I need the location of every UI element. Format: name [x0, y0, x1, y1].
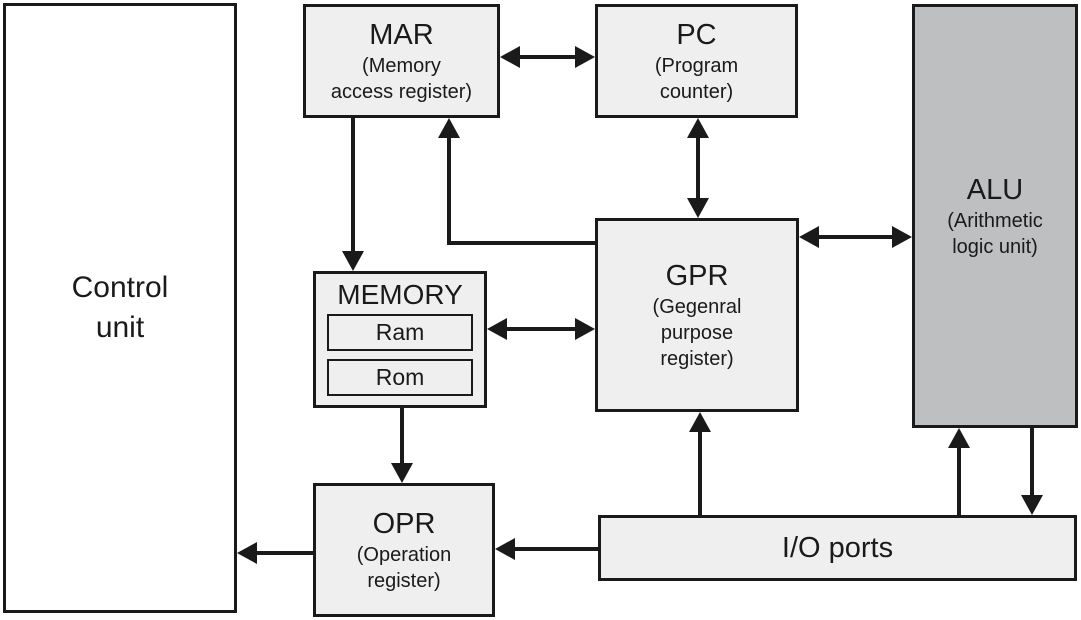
alu-box: ALU (Arithmetic logic unit) [912, 4, 1078, 428]
memory-title: MEMORY [337, 279, 463, 310]
arrow-pc-gpr-head-up [687, 118, 709, 138]
arrow-io-alu-head [948, 428, 970, 448]
gpr-sub-line2: purpose [660, 322, 734, 344]
pc-box: PC (Program counter) [595, 4, 798, 118]
pc-sub-line2: counter) [659, 81, 734, 103]
mar-box: MAR (Memory access register) [303, 4, 500, 118]
arrow-memory-gpr-head-right [575, 318, 595, 340]
gpr-box: GPR (Gegenral purpose register) [595, 218, 799, 412]
mar-sub-line1: (Memory [362, 55, 441, 77]
pc-sub-line1: (Program [654, 55, 739, 77]
arrow-mar-memory-head [342, 251, 364, 271]
io-ports-label: I/O ports [781, 532, 894, 564]
memory-box: MEMORY Ram Rom [313, 271, 487, 408]
opr-box: OPR (Operation register) [313, 483, 495, 617]
arrow-mar-pc-head-right [575, 46, 595, 68]
control-unit-box: Control unit [3, 3, 237, 613]
arrow-gpr-alu-shaft [817, 235, 894, 239]
mar-title: MAR [369, 19, 434, 51]
arrow-mar-pc-head-left [500, 46, 520, 68]
arrow-io-alu-shaft [957, 446, 961, 515]
io-ports-box: I/O ports [598, 515, 1077, 581]
rom-label: Rom [375, 364, 425, 390]
arrow-opr-control-head [237, 542, 257, 564]
ram-box: Ram [327, 314, 473, 351]
arrow-mar-pc-shaft [517, 55, 578, 59]
gpr-title: GPR [665, 260, 729, 292]
pc-title: PC [676, 19, 717, 51]
arrow-memory-gpr-head-left [487, 318, 507, 340]
alu-sub-line1: (Arithmetic [947, 210, 1043, 232]
arrow-gpr-alu-head-left [799, 226, 819, 248]
arrow-gpr-mar-shaft-vertical [447, 136, 451, 245]
arrow-gpr-mar-head [438, 118, 460, 138]
alu-sub-line2: logic unit) [952, 236, 1038, 258]
opr-sub-line1: (Operation [356, 544, 452, 566]
control-unit-label-line1: Control [71, 271, 169, 304]
control-unit-label-line2: unit [95, 311, 145, 344]
gpr-sub-line1: (Gegenral [652, 296, 742, 318]
arrow-io-gpr-head [689, 412, 711, 432]
arrow-memory-opr-head [391, 463, 413, 483]
arrow-gpr-alu-head-right [892, 226, 912, 248]
mar-sub-line2: access register) [330, 81, 473, 103]
arrow-io-opr-shaft [513, 547, 598, 551]
arrow-pc-gpr-head-down [687, 198, 709, 218]
rom-box: Rom [327, 359, 473, 396]
arrow-memory-gpr-shaft [505, 327, 577, 331]
arrow-gpr-mar-shaft-horizontal [447, 241, 595, 245]
arrow-memory-opr-shaft [400, 408, 404, 465]
opr-title: OPR [372, 508, 436, 540]
ram-label: Ram [375, 319, 425, 345]
gpr-sub-line3: register) [660, 348, 734, 370]
arrow-opr-control-shaft [255, 551, 313, 555]
arrow-alu-io-head [1021, 495, 1043, 515]
alu-title: ALU [966, 174, 1024, 206]
arrow-io-gpr-shaft [698, 430, 702, 515]
arrow-mar-memory-shaft [351, 118, 355, 253]
arrow-alu-io-shaft [1030, 428, 1034, 497]
arrow-io-opr-head [495, 538, 515, 560]
arrow-pc-gpr-shaft [696, 134, 700, 202]
opr-sub-line2: register) [367, 570, 441, 592]
